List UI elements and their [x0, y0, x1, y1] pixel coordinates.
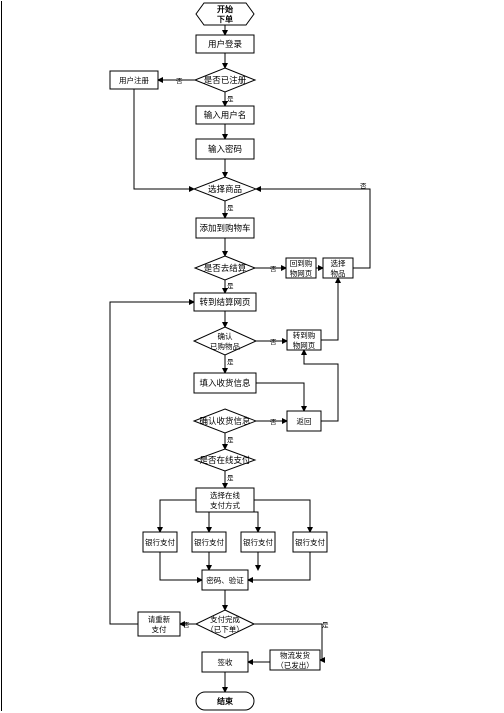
node-text: 选择商品	[208, 184, 242, 195]
node-text: 选择	[331, 258, 346, 268]
node-text: 是否在线支付	[199, 455, 251, 466]
node-text: 转到购	[293, 330, 316, 340]
edge-label-yes: 是	[227, 282, 234, 290]
node-text: 输入用户名	[204, 110, 247, 121]
node-text: 下单	[217, 14, 233, 24]
node-text: 填入收货信息	[199, 378, 251, 389]
node-text: 是否已注册	[204, 75, 247, 86]
node-text: 已购物品	[210, 341, 240, 351]
node-text: 物网页	[293, 340, 316, 350]
connector-arrow	[247, 552, 311, 583]
node-text: 用户登录	[208, 39, 243, 50]
node-sign: 签收	[201, 651, 249, 673]
node-pay-online-q: 是否在线支付	[193, 448, 257, 472]
connector-arrow	[255, 186, 371, 269]
node-text: 物品	[331, 268, 346, 278]
node-pay-done-q: 支付完成（已下单）	[194, 609, 256, 639]
node-fill-shipping: 填入收货信息	[193, 372, 257, 394]
connector-arrow	[321, 277, 341, 341]
connector-arrow	[240, 511, 261, 533]
edge-label-yes: 是	[322, 621, 329, 629]
node-text: 签收	[218, 657, 233, 667]
node-checkout-q: 是否去结算	[193, 255, 257, 281]
node-text: 添加到购物车	[199, 223, 250, 234]
node-text: 请重新	[148, 614, 171, 624]
node-text: 银行支付	[295, 537, 325, 547]
node-text: （已发出）	[276, 660, 314, 670]
node-bank3: 银行支付	[240, 531, 276, 553]
node-text: （已下单）	[206, 624, 244, 634]
node-enter-password: 输入密码	[195, 138, 255, 160]
node-text: 返回	[297, 417, 312, 426]
edge-label-no: 否	[270, 418, 277, 426]
node-login: 用户登录	[195, 34, 255, 54]
node-bank1: 银行支付	[142, 531, 178, 553]
node-text: 选择在线	[210, 490, 240, 500]
edge-label-no: 否	[270, 338, 277, 346]
connector-lines	[109, 25, 371, 693]
node-text: 物网页	[290, 268, 313, 278]
node-text: 银行支付	[145, 537, 175, 547]
node-add-to-cart: 添加到购物车	[195, 217, 255, 239]
node-text: 用户注册	[119, 75, 149, 85]
edge-labels: 否是否是否是否是否是是否是	[176, 77, 367, 629]
edge-label-yes: 是	[227, 95, 234, 103]
node-text: 结束	[217, 696, 234, 706]
edge-label-no: 否	[270, 265, 277, 273]
node-confirm-shipping-q: 确认收货信息	[192, 408, 258, 434]
connector-arrow	[256, 382, 307, 412]
edge-label-no: 否	[360, 182, 367, 190]
connector-arrow	[133, 89, 195, 192]
node-end: 结束	[195, 691, 255, 711]
node-text: 确认	[218, 331, 233, 341]
node-text: 支付方式	[210, 500, 240, 510]
node-text: 转到结算网页	[199, 297, 250, 308]
node-text: 银行支付	[194, 537, 224, 547]
node-bank2: 银行支付	[191, 531, 227, 553]
node-password-verify: 密码、验证	[201, 569, 249, 591]
node-select-goods: 选择商品	[192, 176, 258, 202]
node-registered-q: 是否已注册	[193, 67, 257, 93]
node-text: 确认收货信息	[199, 416, 251, 427]
node-bank4: 银行支付	[292, 531, 328, 553]
node-register: 用户注册	[109, 70, 159, 90]
node-text: 输入密码	[208, 144, 242, 155]
node-text: 是否去结算	[204, 263, 247, 274]
edge-label-yes: 是	[227, 474, 234, 482]
connector-arrow	[301, 349, 339, 422]
connector-arrow	[157, 499, 196, 533]
edge-label-yes: 是	[227, 204, 234, 212]
node-text: 物流发货	[280, 650, 310, 660]
edge-label-yes: 是	[227, 358, 234, 366]
edge-label-yes: 是	[227, 436, 234, 444]
edge-label-no: 否	[183, 621, 190, 629]
node-text: 支付完成	[210, 614, 240, 624]
node-text: 支付	[152, 624, 167, 634]
node-return: 返回	[286, 410, 322, 432]
connector-arrow	[254, 499, 313, 533]
node-text: 开始	[217, 4, 233, 14]
node-logistics: 物流发货（已发出）	[269, 649, 321, 671]
node-enter-username: 输入用户名	[195, 105, 255, 125]
connector-arrow	[109, 299, 195, 625]
edge-label-no: 否	[176, 77, 183, 85]
node-text: 密码、验证	[206, 575, 244, 585]
node-go-checkout-page: 转到结算网页	[193, 292, 257, 312]
node-text: 银行支付	[243, 537, 273, 547]
connector-arrow	[159, 552, 203, 583]
connector-arrow	[254, 623, 325, 663]
node-text: 回到购	[290, 258, 313, 268]
